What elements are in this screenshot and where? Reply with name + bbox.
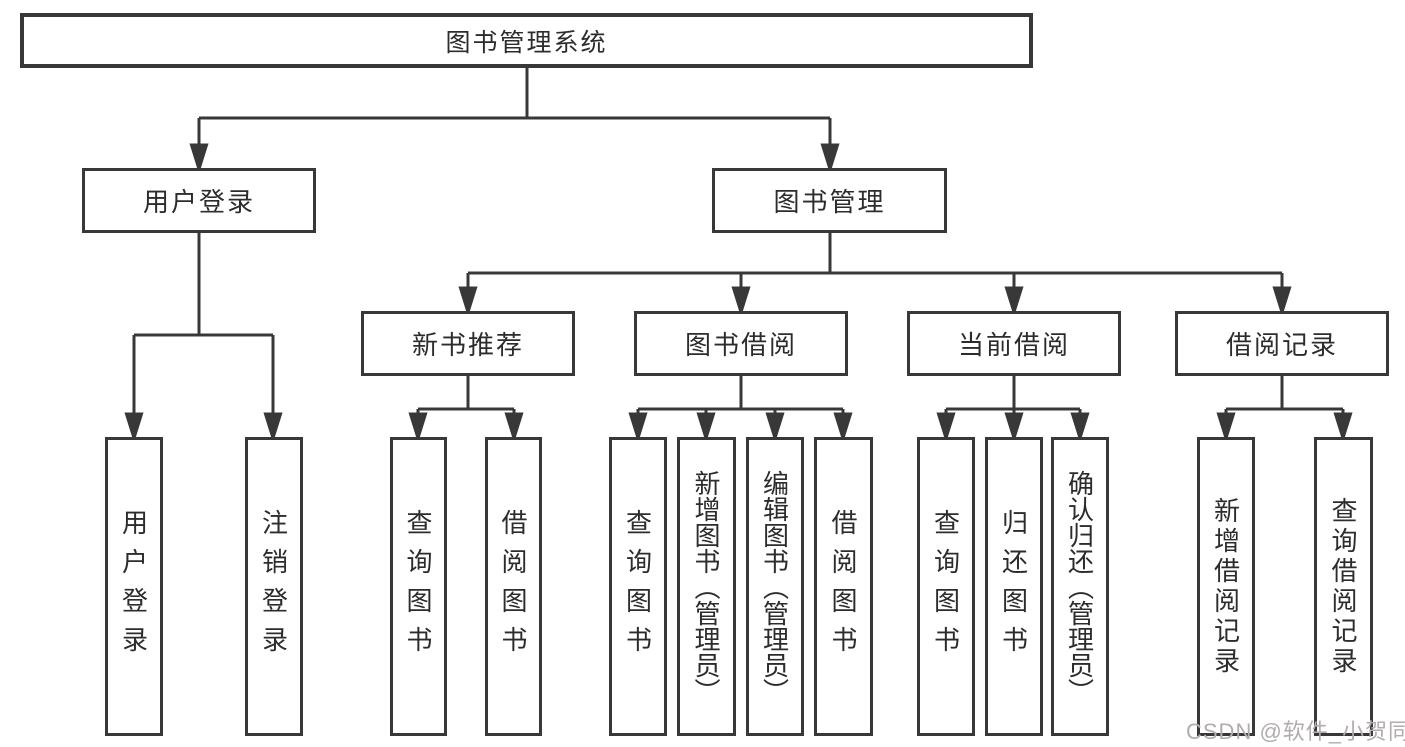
leaf-borrow-books-borrow: 借阅图书 xyxy=(814,437,873,736)
node-root-library-system: 图书管理系统 xyxy=(20,13,1033,68)
connector-book-management-children xyxy=(458,233,1292,318)
leaf-add-borrow-record: 新增借阅记录 xyxy=(1197,437,1255,736)
leaf-query-borrow-record: 查询借阅记录 xyxy=(1314,437,1373,736)
leaf-borrow-books-recommend: 借阅图书 xyxy=(485,437,542,736)
node-current-borrow: 当前借阅 xyxy=(907,311,1121,376)
node-new-book-recommend: 新书推荐 xyxy=(361,311,575,376)
connector-borrow-records-children xyxy=(1216,376,1353,444)
leaf-add-books-admin: 新增图书（管理员） xyxy=(677,437,736,736)
leaf-logout: 注销登录 xyxy=(245,437,303,736)
node-book-borrow: 图书借阅 xyxy=(634,311,848,376)
node-user-login: 用户登录 xyxy=(82,168,316,233)
leaf-query-books-current: 查询图书 xyxy=(917,437,975,736)
leaf-user-login: 用户登录 xyxy=(105,437,163,736)
connector-new-book-recommend-children xyxy=(408,376,524,444)
leaf-return-books: 归还图书 xyxy=(985,437,1043,736)
node-borrow-records: 借阅记录 xyxy=(1175,311,1389,376)
connector-user-login-children xyxy=(124,233,283,444)
leaf-query-books-borrow: 查询图书 xyxy=(609,437,667,736)
watermark-text: CSDN @软件_小贺同学 xyxy=(1186,719,1405,744)
leaf-query-books-recommend: 查询图书 xyxy=(390,437,447,736)
connector-root-to-level2 xyxy=(189,68,840,175)
connector-book-borrow-children xyxy=(628,376,853,444)
leaf-edit-books-admin: 编辑图书（管理员） xyxy=(746,437,804,736)
leaf-confirm-return-admin: 确认归还（管理员） xyxy=(1051,437,1109,736)
connector-current-borrow-children xyxy=(936,376,1090,444)
node-book-management: 图书管理 xyxy=(712,168,947,233)
